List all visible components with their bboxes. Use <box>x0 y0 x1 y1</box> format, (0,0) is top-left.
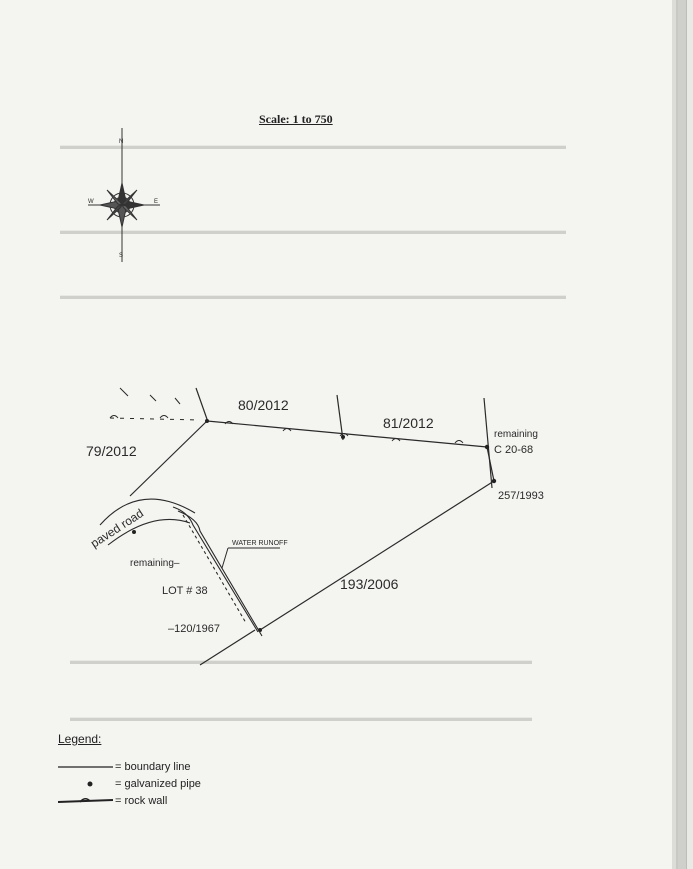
compass-south: S <box>119 253 123 259</box>
boundary-line-icon <box>58 762 113 772</box>
survey-page <box>0 0 672 869</box>
remaining-top-label: remaining <box>494 429 538 440</box>
compass-north: N <box>119 139 123 145</box>
parcel-120-1967: –120/1967 <box>168 623 220 635</box>
lot-38-label: LOT # 38 <box>162 585 208 597</box>
remaining-left-label: remaining– <box>130 558 180 569</box>
galvanized-pipe-icon <box>58 779 113 789</box>
parcel-81-2012: 81/2012 <box>383 415 434 431</box>
legend-pipe-text: = galvanized pipe <box>115 777 201 790</box>
code-c-20-68: C 20-68 <box>494 444 533 456</box>
legend-pipe-row: = galvanized pipe <box>58 775 201 792</box>
scale-label: Scale: 1 to 750 <box>259 112 333 126</box>
page-edge <box>686 0 687 869</box>
water-runoff-label: WATER RUNOFF <box>232 540 288 547</box>
legend-title: Legend: <box>58 732 102 746</box>
compass-west: W <box>88 199 94 205</box>
compass-east: E <box>154 199 158 205</box>
legend-rock-row: = rock wall <box>57 792 201 809</box>
legend: Legend: = boundary line = galvanized pip… <box>57 732 201 809</box>
boundary-lines <box>129 387 495 666</box>
compass-rose-icon <box>88 128 160 262</box>
page-edge <box>676 0 678 869</box>
paved-road <box>99 498 263 637</box>
water-runoff-leader <box>221 547 280 569</box>
legend-boundary-text: = boundary line <box>115 760 191 773</box>
rock-wall-icon <box>57 796 114 806</box>
legend-boundary-row: = boundary line <box>58 758 201 775</box>
parcel-193-2006: 193/2006 <box>340 576 399 592</box>
paved-road-label: paved road <box>88 506 146 550</box>
rock-wall <box>109 387 464 444</box>
galvanized-pipes <box>132 419 497 632</box>
legend-rock-text: = rock wall <box>115 794 168 807</box>
parcel-257-1993: 257/1993 <box>498 490 544 502</box>
parcel-79-2012: 79/2012 <box>86 443 137 459</box>
parcel-80-2012: 80/2012 <box>238 397 289 413</box>
